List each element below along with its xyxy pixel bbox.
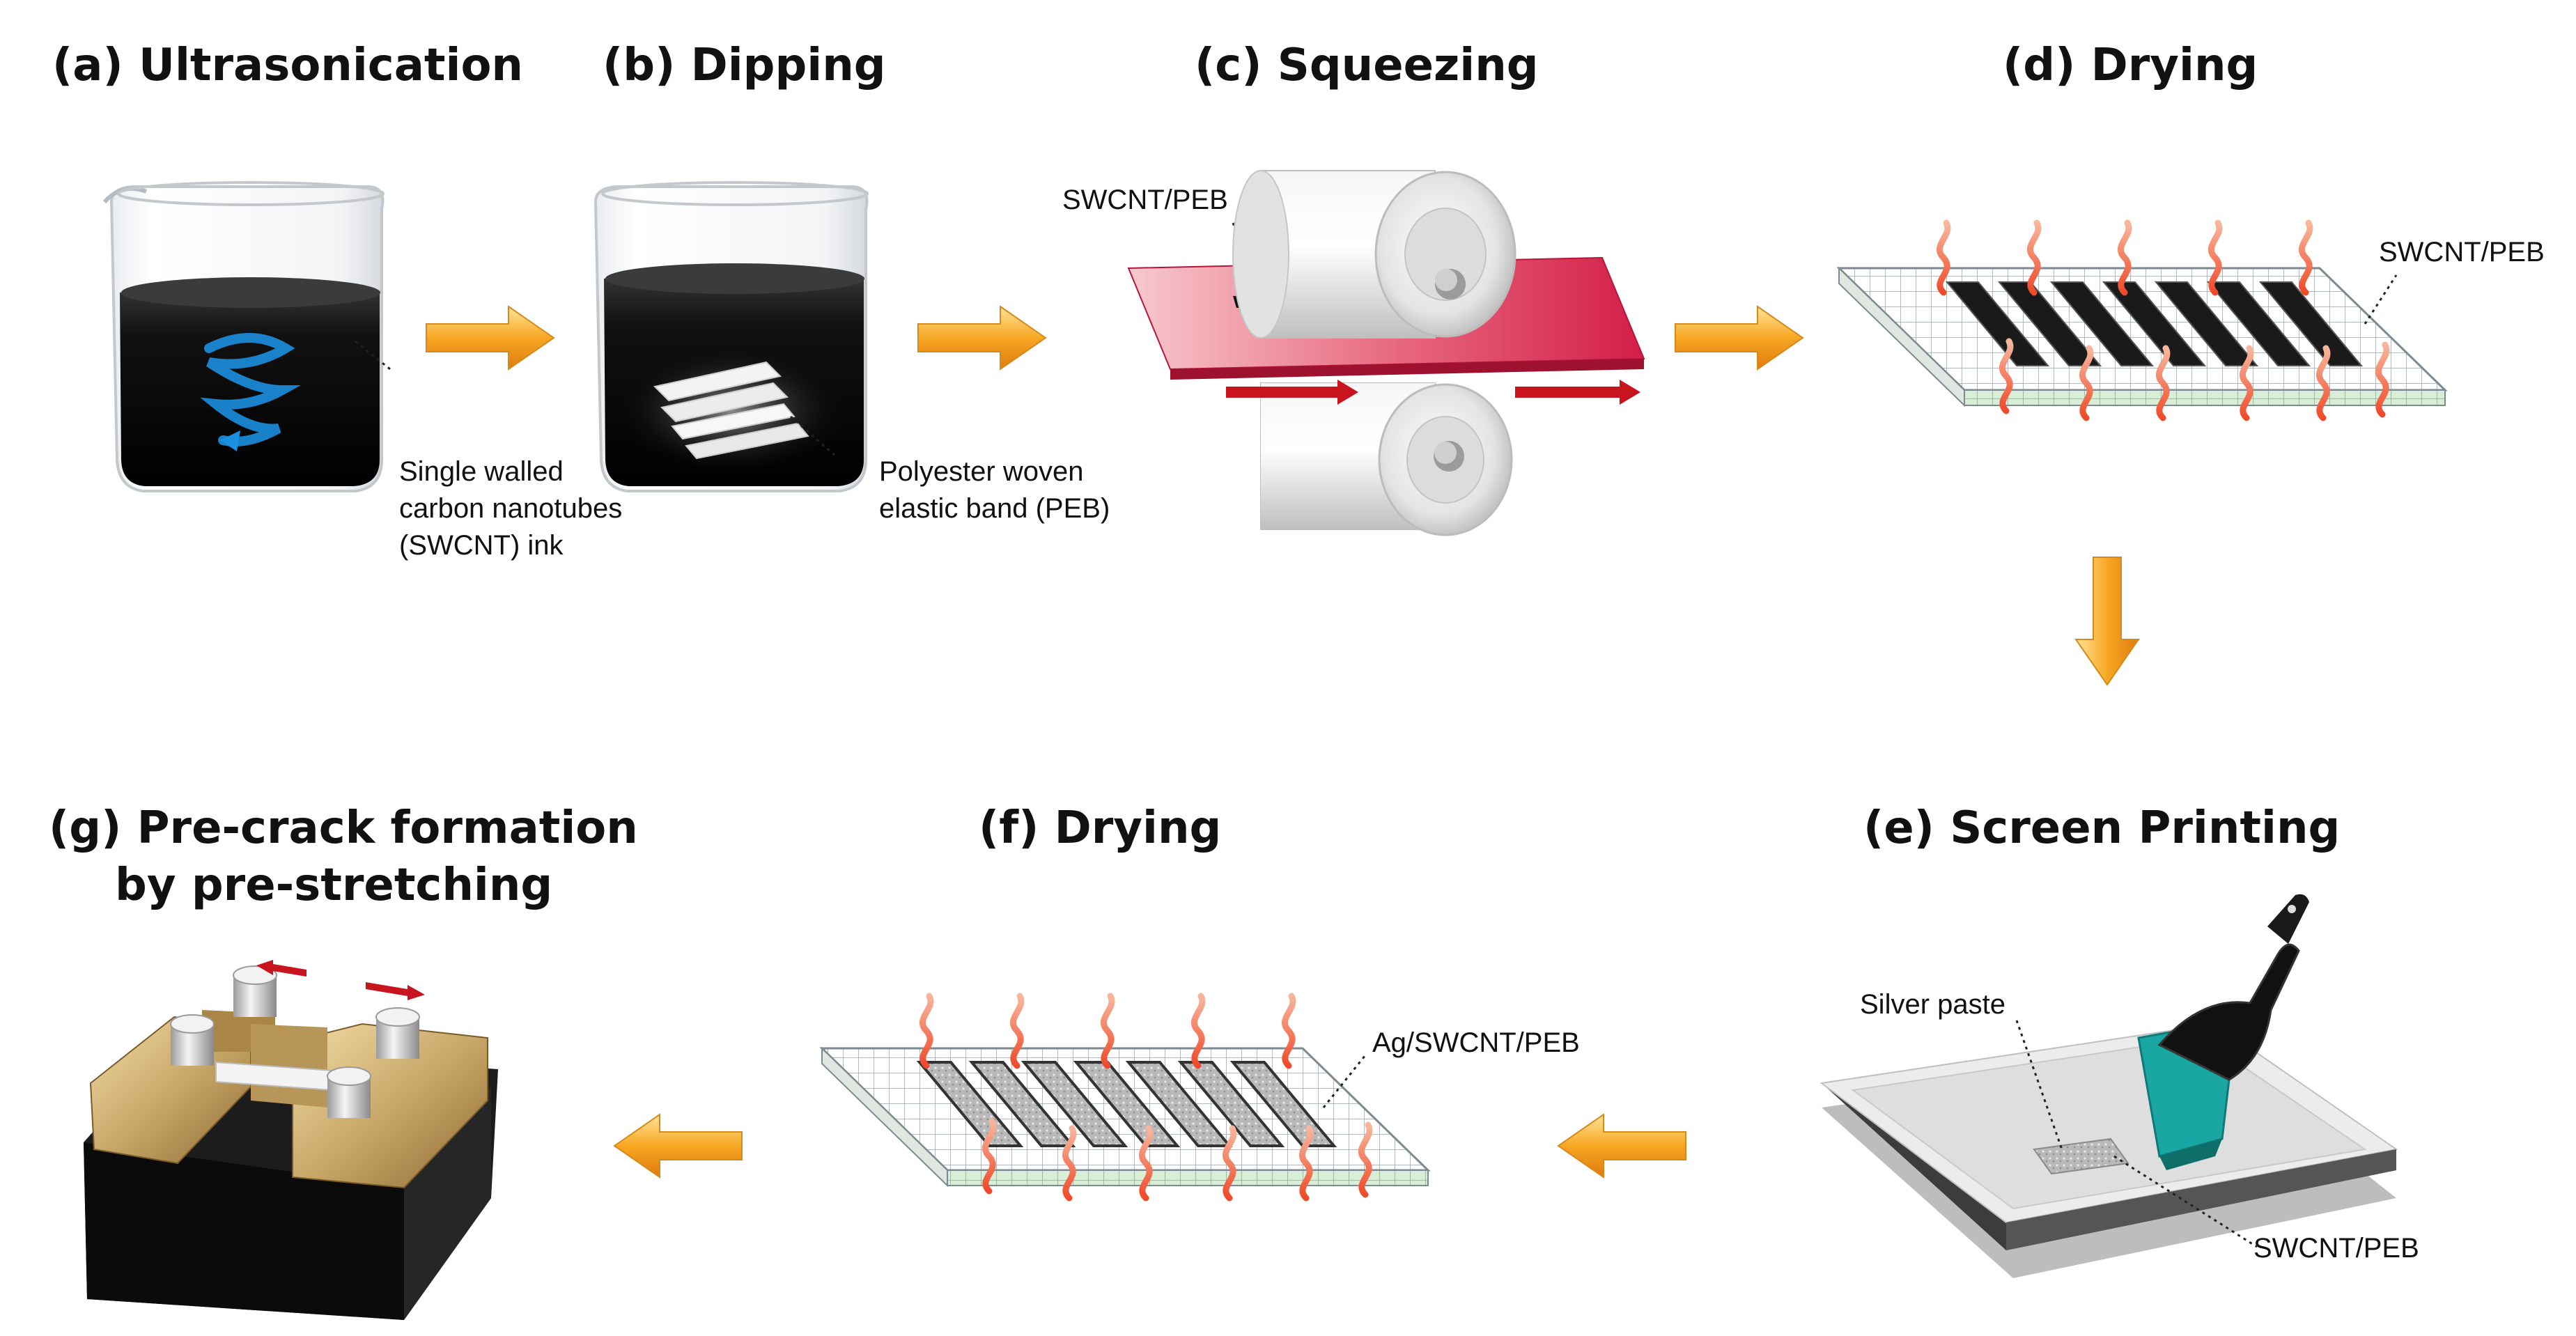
swcnt-ink-label-line3: (SWCNT) ink (399, 530, 564, 561)
stretcher-clamp-icon (84, 960, 498, 1320)
stretch-arrow-icon (256, 960, 425, 1000)
flow-arrow-icon (1675, 305, 1804, 371)
drying-d-swcnt-label: SWCNT/PEB (2379, 237, 2545, 267)
elastic-band-strips (653, 361, 809, 460)
step-a-title: (a) Ultrasonication (52, 40, 523, 91)
swcnt-ink-label-line2: carbon nanotubes (399, 493, 622, 524)
swcnt-strips (1945, 281, 2364, 366)
roller-icon (1232, 170, 1516, 339)
drying-f-label: Ag/SWCNT/PEB (1372, 1027, 1580, 1058)
swcnt-ink-label-line1: Single walled (399, 456, 564, 487)
beaker-a (102, 181, 391, 492)
step-b-title: (b) Dipping (603, 40, 886, 91)
swirl-icon (200, 333, 302, 451)
flow-arrow-icon (2074, 557, 2140, 686)
step-g-title-line2: by pre-stretching (115, 860, 552, 911)
screen-printing (1820, 894, 2398, 1278)
peb-label-line1: Polyester woven (879, 456, 1083, 487)
silver-paste-label: Silver paste (1860, 989, 2005, 1020)
drying-f (819, 996, 1431, 1198)
step-c-title: (c) Squeezing (1195, 40, 1539, 91)
clamp-pins (170, 965, 420, 1118)
roller-icon (1260, 382, 1513, 536)
peb-label-line2: elastic band (PEB) (879, 493, 1110, 524)
beaker-b (593, 181, 869, 492)
squeeze-swcnt-label: SWCNT/PEB (1062, 185, 1228, 215)
step-d-title: (d) Drying (2003, 40, 2258, 91)
flow-arrow-icon (613, 1113, 743, 1179)
step-f-title: (f) Drying (979, 802, 1221, 854)
flow-arrow-icon (1557, 1113, 1686, 1179)
step-g-title-line1: (g) Pre-crack formation (49, 802, 638, 854)
flow-arrow-icon (426, 305, 555, 371)
screen-swcnt-label: SWCNT/PEB (2253, 1233, 2419, 1264)
ag-swcnt-strips (916, 1061, 1337, 1147)
drying-d (1836, 223, 2448, 418)
squeegee-icon (2137, 894, 2309, 1170)
feed-arrow-icon (1226, 380, 1640, 405)
flow-arrow-icon (917, 305, 1047, 371)
squeezing-rollers (1127, 170, 1645, 536)
step-e-title: (e) Screen Printing (1863, 802, 2340, 854)
